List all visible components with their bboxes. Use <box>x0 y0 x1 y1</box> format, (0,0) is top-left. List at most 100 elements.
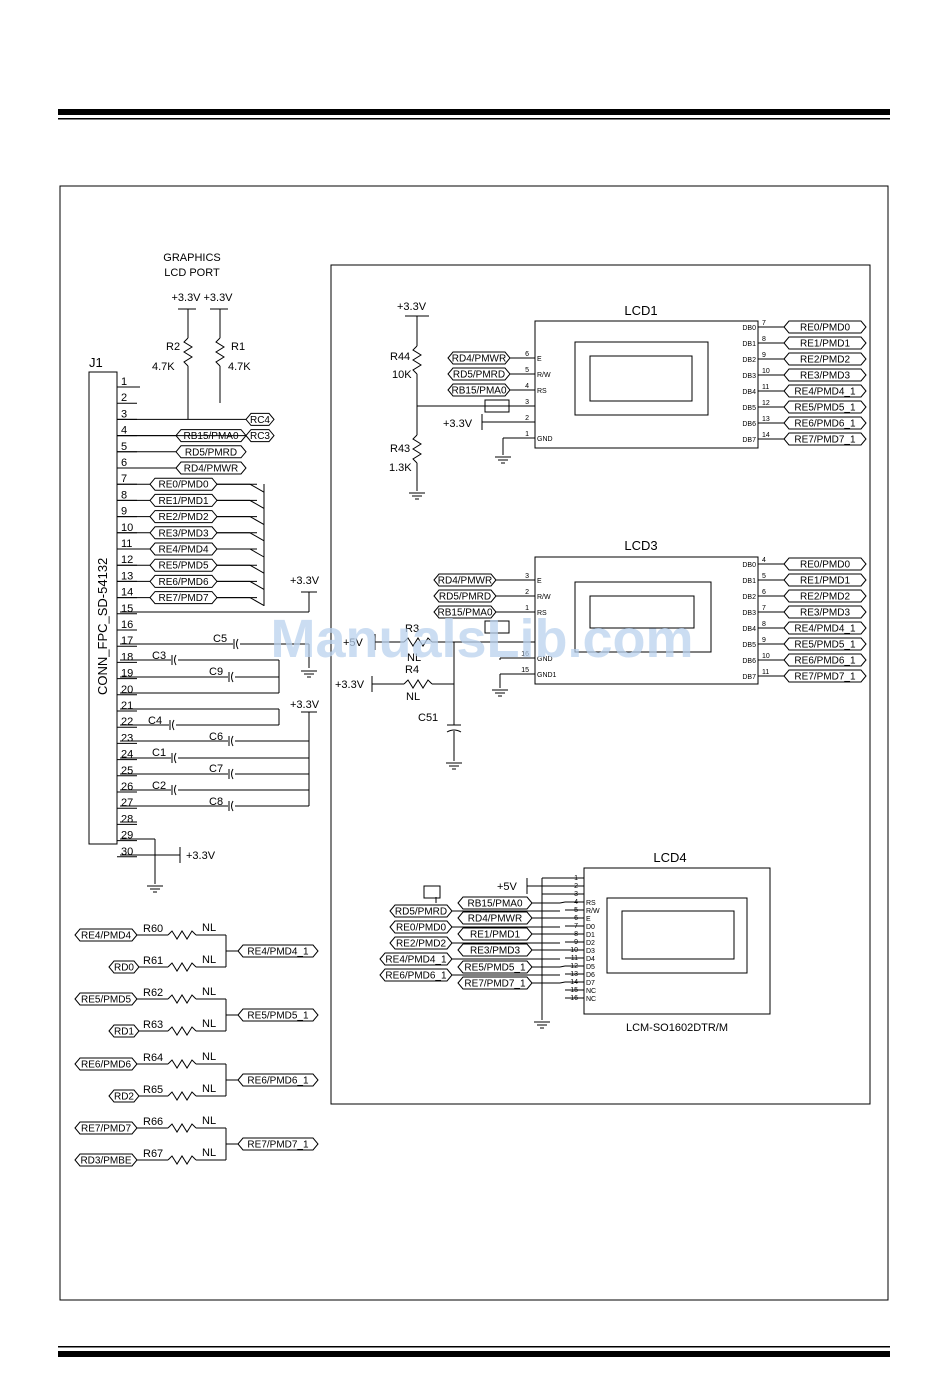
j1-pin-22: 22 <box>121 716 133 728</box>
j1-3v3-b: +3.3V <box>290 699 320 711</box>
j1-pin-18: 18 <box>121 651 133 663</box>
lcd1-rpin-12: 12 <box>762 400 770 407</box>
lcd3-rpin-7: 7 <box>762 605 766 612</box>
lcd3-lpin-2: 2 <box>525 589 529 596</box>
lcd3-rpin-6: 6 <box>762 589 766 596</box>
sel-in-a-3-label: RE7/PMD7 <box>81 1124 131 1135</box>
j1-pin-15: 15 <box>121 603 133 615</box>
lcd4-power <box>435 877 584 1020</box>
c3-ref: C3 <box>152 650 166 662</box>
flag-j1-n9-label: RE2/PMD2 <box>158 512 208 523</box>
flag-j1-n14: RE7/PMD7 <box>149 591 218 605</box>
lcd3-rnet-7-label: RE7/PMD7_1 <box>794 672 856 683</box>
lcd3-rnet-2-label: RE2/PMD2 <box>800 592 850 603</box>
lcd1-rname-2: DB2 <box>742 357 756 364</box>
lcd1-pin3-pad <box>484 399 510 413</box>
flag-rc4-label: RC4 <box>250 415 270 426</box>
j1-pin-4: 4 <box>121 425 127 437</box>
lcd3-lpin-1: 1 <box>525 605 529 612</box>
lcd4-anet-0: RD5/PMRD <box>389 904 453 918</box>
lcd4-bnet-0: RB15/PMA0 <box>457 896 533 910</box>
lcd-options-box <box>330 264 871 1105</box>
lcd4-pname-0: RS <box>586 900 596 907</box>
j1-pin-12: 12 <box>121 554 133 566</box>
lcd1-rnet-3: RE3/PMD3 <box>783 368 867 382</box>
lcd1-rname-5: DB5 <box>742 405 756 412</box>
r3-ref: R3 <box>405 623 419 635</box>
j1-pin-29: 29 <box>121 830 133 842</box>
lcd1-lpin-6: 6 <box>525 351 529 358</box>
lcd1-rnet-1: RE1/PMD1 <box>783 336 867 350</box>
lcd3-rname-7: DB7 <box>742 674 756 681</box>
lcd3-rpin-8: 8 <box>762 621 766 628</box>
j1-pin-8: 8 <box>121 489 127 501</box>
lcd4-5v-label: +5V <box>497 881 518 893</box>
lcd1-rnet-5-label: RE5/PMD5_1 <box>794 403 856 414</box>
lcd1-lpin-5: 5 <box>525 367 529 374</box>
lcd1-rnet-4: RE4/PMD4_1 <box>783 384 867 398</box>
lcd4-anet-4-label: RE6/PMD6_1 <box>385 971 447 982</box>
lcd1-rname-4: DB4 <box>742 389 756 396</box>
j1-pin-5: 5 <box>121 441 127 453</box>
lcd3-rnet-4-label: RE4/PMD4_1 <box>794 624 856 635</box>
sel-out-3-label: RE7/PMD7_1 <box>247 1140 309 1151</box>
lcd4-pname-11: NC <box>586 988 596 995</box>
c5-ref: C5 <box>213 633 227 645</box>
flag-j1-n13: RE6/PMD6 <box>149 574 218 588</box>
lcd3-rnet-0: RE0/PMD0 <box>783 557 867 571</box>
flag-j1-n14-label: RE7/PMD7 <box>158 593 208 604</box>
sel-val-a-0: NL <box>202 922 216 934</box>
flag-j1-n9: RE2/PMD2 <box>149 510 218 524</box>
lcd3-lname-1: R/W <box>537 594 551 601</box>
flag-j1-n5-label: RD5/PMRD <box>185 447 237 458</box>
lcd1-rnet-7-label: RE7/PMD7_1 <box>794 435 856 446</box>
j1-pin-10: 10 <box>121 522 133 534</box>
lcd3-rname-2: DB2 <box>742 594 756 601</box>
sel-in-a-2: RE6/PMD6 <box>74 1057 138 1071</box>
lcd3-lnet-1-label: RD5/PMRD <box>439 592 491 603</box>
port-title-line1: GRAPHICS <box>163 252 220 264</box>
lcd1-rnet-5: RE5/PMD5_1 <box>783 400 867 414</box>
pullup-resistors <box>178 308 228 419</box>
j1-pin-16: 16 <box>121 619 133 631</box>
j1-pin-14: 14 <box>121 587 133 599</box>
lcd3-rname-6: DB6 <box>742 658 756 665</box>
j1-3v3-c: +3.3V <box>186 850 216 862</box>
r44-value: 10K <box>392 369 412 381</box>
lcd4-pname-8: D5 <box>586 964 595 971</box>
lcd4-pname-5: D2 <box>586 940 595 947</box>
lcd3-rnet-3-label: RE3/PMD3 <box>800 608 850 619</box>
sel-val-b-3: NL <box>202 1147 216 1159</box>
sel-val-a-1: NL <box>202 986 216 998</box>
lcd3-bias-network <box>371 634 535 761</box>
sel-in-a-2-label: RE6/PMD6 <box>81 1060 131 1071</box>
lcd3-rnet-4: RE4/PMD4_1 <box>783 621 867 635</box>
lcd3-rnet-7: RE7/PMD7_1 <box>783 669 867 683</box>
lcd1-contrast-divider <box>405 315 535 491</box>
lcd3-rname-1: DB1 <box>742 578 756 585</box>
flag-j1-n7: RE0/PMD0 <box>149 477 218 491</box>
lcd3-lpin-16: 16 <box>521 651 529 658</box>
lcd3-rname-0: DB0 <box>742 562 756 569</box>
j1-pin-23: 23 <box>121 732 133 744</box>
j1-pin-27: 27 <box>121 797 133 809</box>
lcd4-jumper-pad <box>423 885 441 899</box>
lcd3-rpin-11: 11 <box>762 669 769 676</box>
sel-in-b-1-label: RD1 <box>114 1027 134 1038</box>
r2-supply-label: +3.3V <box>171 292 201 304</box>
j1-pin-11: 11 <box>121 538 132 550</box>
lcd4-anet-4: RE6/PMD6_1 <box>379 968 453 982</box>
sel-r-b-0: R61 <box>143 955 163 967</box>
flag-rc3-label: RC3 <box>250 431 270 442</box>
lcd1-lname-3: GND <box>537 436 553 443</box>
lcd3-lname-3: GND <box>537 656 553 663</box>
lcd1-rnet-4-label: RE4/PMD4_1 <box>794 387 856 398</box>
j1-pin-26: 26 <box>121 781 133 793</box>
lcd4-pname-9: D6 <box>586 972 595 979</box>
sel-out-1-label: RE5/PMD5_1 <box>247 1011 309 1022</box>
flag-j1-n6-label: RD4/PMWR <box>184 464 238 475</box>
lcd1-lnet-2-label: RB15/PMA0 <box>451 386 506 397</box>
j1-pin-3: 3 <box>121 408 127 420</box>
